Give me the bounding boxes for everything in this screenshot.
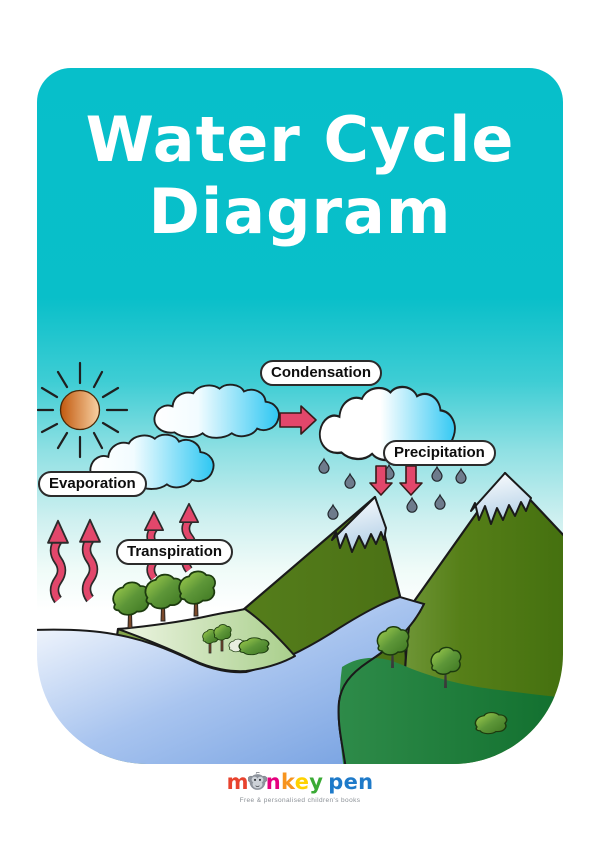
raindrop-icon bbox=[455, 468, 467, 484]
down-arrow-icon bbox=[399, 465, 423, 496]
brand-word-pen: pen bbox=[328, 770, 374, 794]
brand-letter-m: m bbox=[226, 770, 249, 794]
poster-card: Water Cycle Diagram bbox=[37, 68, 563, 764]
foreground-hill bbox=[339, 658, 563, 764]
poster-title: Water Cycle Diagram bbox=[37, 104, 563, 248]
monkey-head-icon bbox=[247, 772, 267, 790]
raindrop-icon bbox=[344, 473, 356, 489]
label-evaporation: Evaporation bbox=[38, 471, 147, 497]
snow-cap-icon bbox=[331, 496, 387, 553]
tree-icon bbox=[376, 625, 410, 668]
up-arrow-icon bbox=[48, 521, 68, 600]
ridge-trees bbox=[112, 570, 216, 629]
raindrop-icon bbox=[406, 497, 418, 513]
poster-title-line2: Diagram bbox=[148, 175, 452, 248]
tree-icon bbox=[430, 646, 462, 688]
sun-icon bbox=[37, 361, 129, 459]
raindrop-icon bbox=[434, 494, 446, 510]
raindrop-icon bbox=[318, 458, 330, 474]
label-condensation: Condensation bbox=[260, 360, 382, 386]
raindrop-icon bbox=[431, 466, 443, 482]
label-precipitation: Precipitation bbox=[383, 440, 496, 466]
tree-icon bbox=[178, 570, 216, 617]
brand-tagline: Free & personalised children's books bbox=[239, 797, 361, 804]
brand-letter-y: y bbox=[309, 770, 324, 794]
tree-icon bbox=[112, 581, 150, 629]
precipitation-arrows bbox=[369, 465, 423, 496]
tree-icon bbox=[202, 628, 219, 654]
snow-cap-icon bbox=[470, 472, 532, 525]
tree-icon bbox=[213, 624, 232, 652]
brand-letter-k: k bbox=[281, 770, 295, 794]
up-arrow-icon bbox=[80, 520, 100, 599]
raindrop-icon bbox=[327, 504, 339, 520]
right-arrow-icon bbox=[279, 405, 317, 435]
hill-trees bbox=[376, 625, 508, 735]
shore-bushes bbox=[202, 624, 270, 656]
poster-title-line1: Water Cycle bbox=[85, 103, 515, 176]
label-transpiration: Transpiration bbox=[116, 539, 234, 565]
cloud-icon bbox=[153, 383, 280, 439]
brand-letter-n: n bbox=[265, 770, 282, 794]
brand-letter-e: e bbox=[294, 770, 310, 794]
raindrops bbox=[318, 458, 467, 520]
water-cycle-scene bbox=[37, 361, 563, 764]
tree-icon bbox=[144, 573, 184, 622]
evaporation-arrows bbox=[48, 520, 100, 600]
